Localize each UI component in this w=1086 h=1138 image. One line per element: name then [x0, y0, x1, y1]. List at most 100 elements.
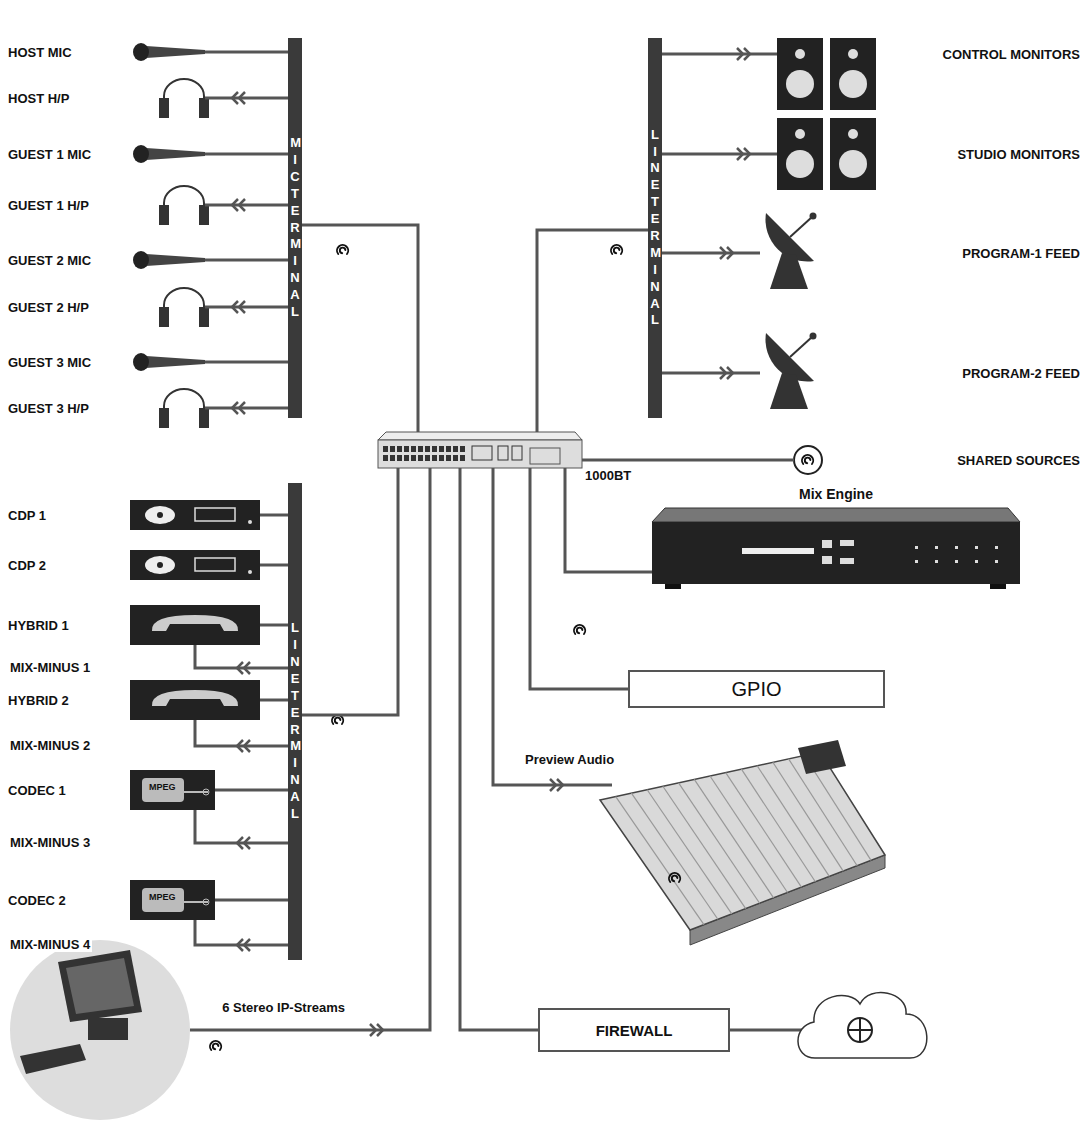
gpio-box: GPIO [628, 670, 885, 708]
microphone-icon [133, 251, 205, 269]
signal-label: MIX-MINUS 4 [8, 937, 92, 952]
codec: CODEC 2 [8, 880, 215, 920]
phone-hybrid: HYBRID 2 [8, 680, 260, 720]
node-label: SHARED SOURCES [957, 453, 1080, 468]
connector [205, 51, 288, 54]
satellite-dish [765, 333, 816, 410]
connector [530, 468, 628, 689]
connector [460, 468, 538, 1030]
connector [662, 153, 777, 156]
hybrid-icon [130, 680, 260, 720]
arrow-head [720, 367, 733, 379]
arrow-head [237, 837, 250, 849]
node-label: STUDIO MONITORS [957, 147, 1080, 162]
line-terminal: LINE TERMINAL [648, 38, 662, 418]
workstation: 6 Stereo IP-Streams [10, 940, 345, 1120]
node-label: MIC TERMINAL [290, 135, 300, 321]
phone-hybrid: HYBRID 1 [8, 605, 260, 645]
connector [205, 259, 288, 262]
codec-icon [130, 880, 215, 920]
mix-engine-device [652, 508, 1020, 589]
headphone-icon [159, 186, 209, 225]
internet-cloud [730, 993, 927, 1058]
node-label: GUEST 2 H/P [8, 300, 89, 315]
node-label: HOST MIC [8, 45, 72, 60]
cd-player-icon [130, 550, 260, 580]
connector [205, 204, 288, 207]
hybrid-icon [130, 605, 260, 645]
node-label: CONTROL MONITORS [943, 47, 1080, 62]
arrow-head [720, 247, 733, 259]
connector [493, 468, 590, 785]
node-label: Mix Engine [799, 486, 873, 502]
node-label: GPIO [731, 678, 781, 701]
source-item: GUEST 2 H/P [8, 292, 205, 322]
cd-player: CDP 1 [8, 500, 260, 530]
arrow-head [737, 148, 750, 160]
connector [582, 459, 794, 462]
shared-sources: SHARED SOURCES [794, 445, 1080, 475]
output-item: PROGRAM-2 FEED [760, 358, 1080, 388]
cd-player-icon [130, 500, 260, 530]
node-label: PROGRAM-1 FEED [962, 246, 1080, 261]
arrow-head [237, 939, 250, 951]
signal-label: MIX-MINUS 1 [8, 660, 92, 675]
node-label: GUEST 1 H/P [8, 198, 89, 213]
connector [205, 306, 288, 309]
connector [662, 53, 777, 56]
node-label: 6 Stereo IP-Streams [222, 1000, 345, 1015]
workstation [10, 940, 345, 1120]
connector [215, 789, 288, 792]
node-label: CODEC 1 [8, 783, 66, 798]
connector [205, 407, 288, 410]
connector [345, 468, 430, 1030]
cd-player: CDP 2 [8, 550, 260, 580]
monitor-speaker [777, 118, 823, 190]
network-switch [378, 432, 582, 468]
network-switch: 1000BT [378, 432, 582, 468]
connector [205, 97, 288, 100]
headphone-icon [159, 79, 209, 118]
source-item: HOST H/P [8, 83, 205, 113]
connector [260, 624, 288, 627]
node-label: 1000BT [585, 468, 631, 483]
arrow-head [737, 48, 750, 60]
connector [215, 899, 288, 902]
source-item: GUEST 2 MIC [8, 245, 205, 275]
connector [205, 153, 288, 156]
headphone-icon [159, 288, 209, 327]
node-label: Preview Audio [525, 752, 614, 767]
node-label: CDP 2 [8, 558, 46, 573]
headphone-icon [159, 389, 209, 428]
node-label: CODEC 2 [8, 893, 66, 908]
arrow-head [370, 1024, 383, 1036]
signal-label: MIX-MINUS 3 [8, 835, 92, 850]
connector [260, 699, 288, 702]
node-label: PROGRAM-2 FEED [962, 366, 1080, 381]
microphone-icon [133, 353, 205, 371]
arrow-head [232, 402, 245, 414]
node-label: GUEST 1 MIC [8, 147, 91, 162]
node-label: HYBRID 2 [8, 693, 69, 708]
connector [260, 514, 288, 517]
monitor-speaker [777, 38, 823, 110]
connector [205, 361, 288, 364]
node-label: CDP 1 [8, 508, 46, 523]
monitor-speaker [830, 118, 876, 190]
output-item: CONTROL MONITORS [777, 39, 1080, 69]
firewall-box: FIREWALL [538, 1008, 730, 1052]
icon-label: MPEG [147, 892, 178, 902]
connector [662, 252, 760, 255]
satellite-dish [765, 213, 816, 290]
arrow-head [237, 740, 250, 752]
connector [302, 468, 398, 715]
icon-label: MPEG [147, 782, 178, 792]
node-label: GUEST 2 MIC [8, 253, 91, 268]
microphone-icon [133, 145, 205, 163]
codec: CODEC 1 [8, 770, 215, 810]
node-label: LINE TERMINAL [650, 127, 660, 330]
